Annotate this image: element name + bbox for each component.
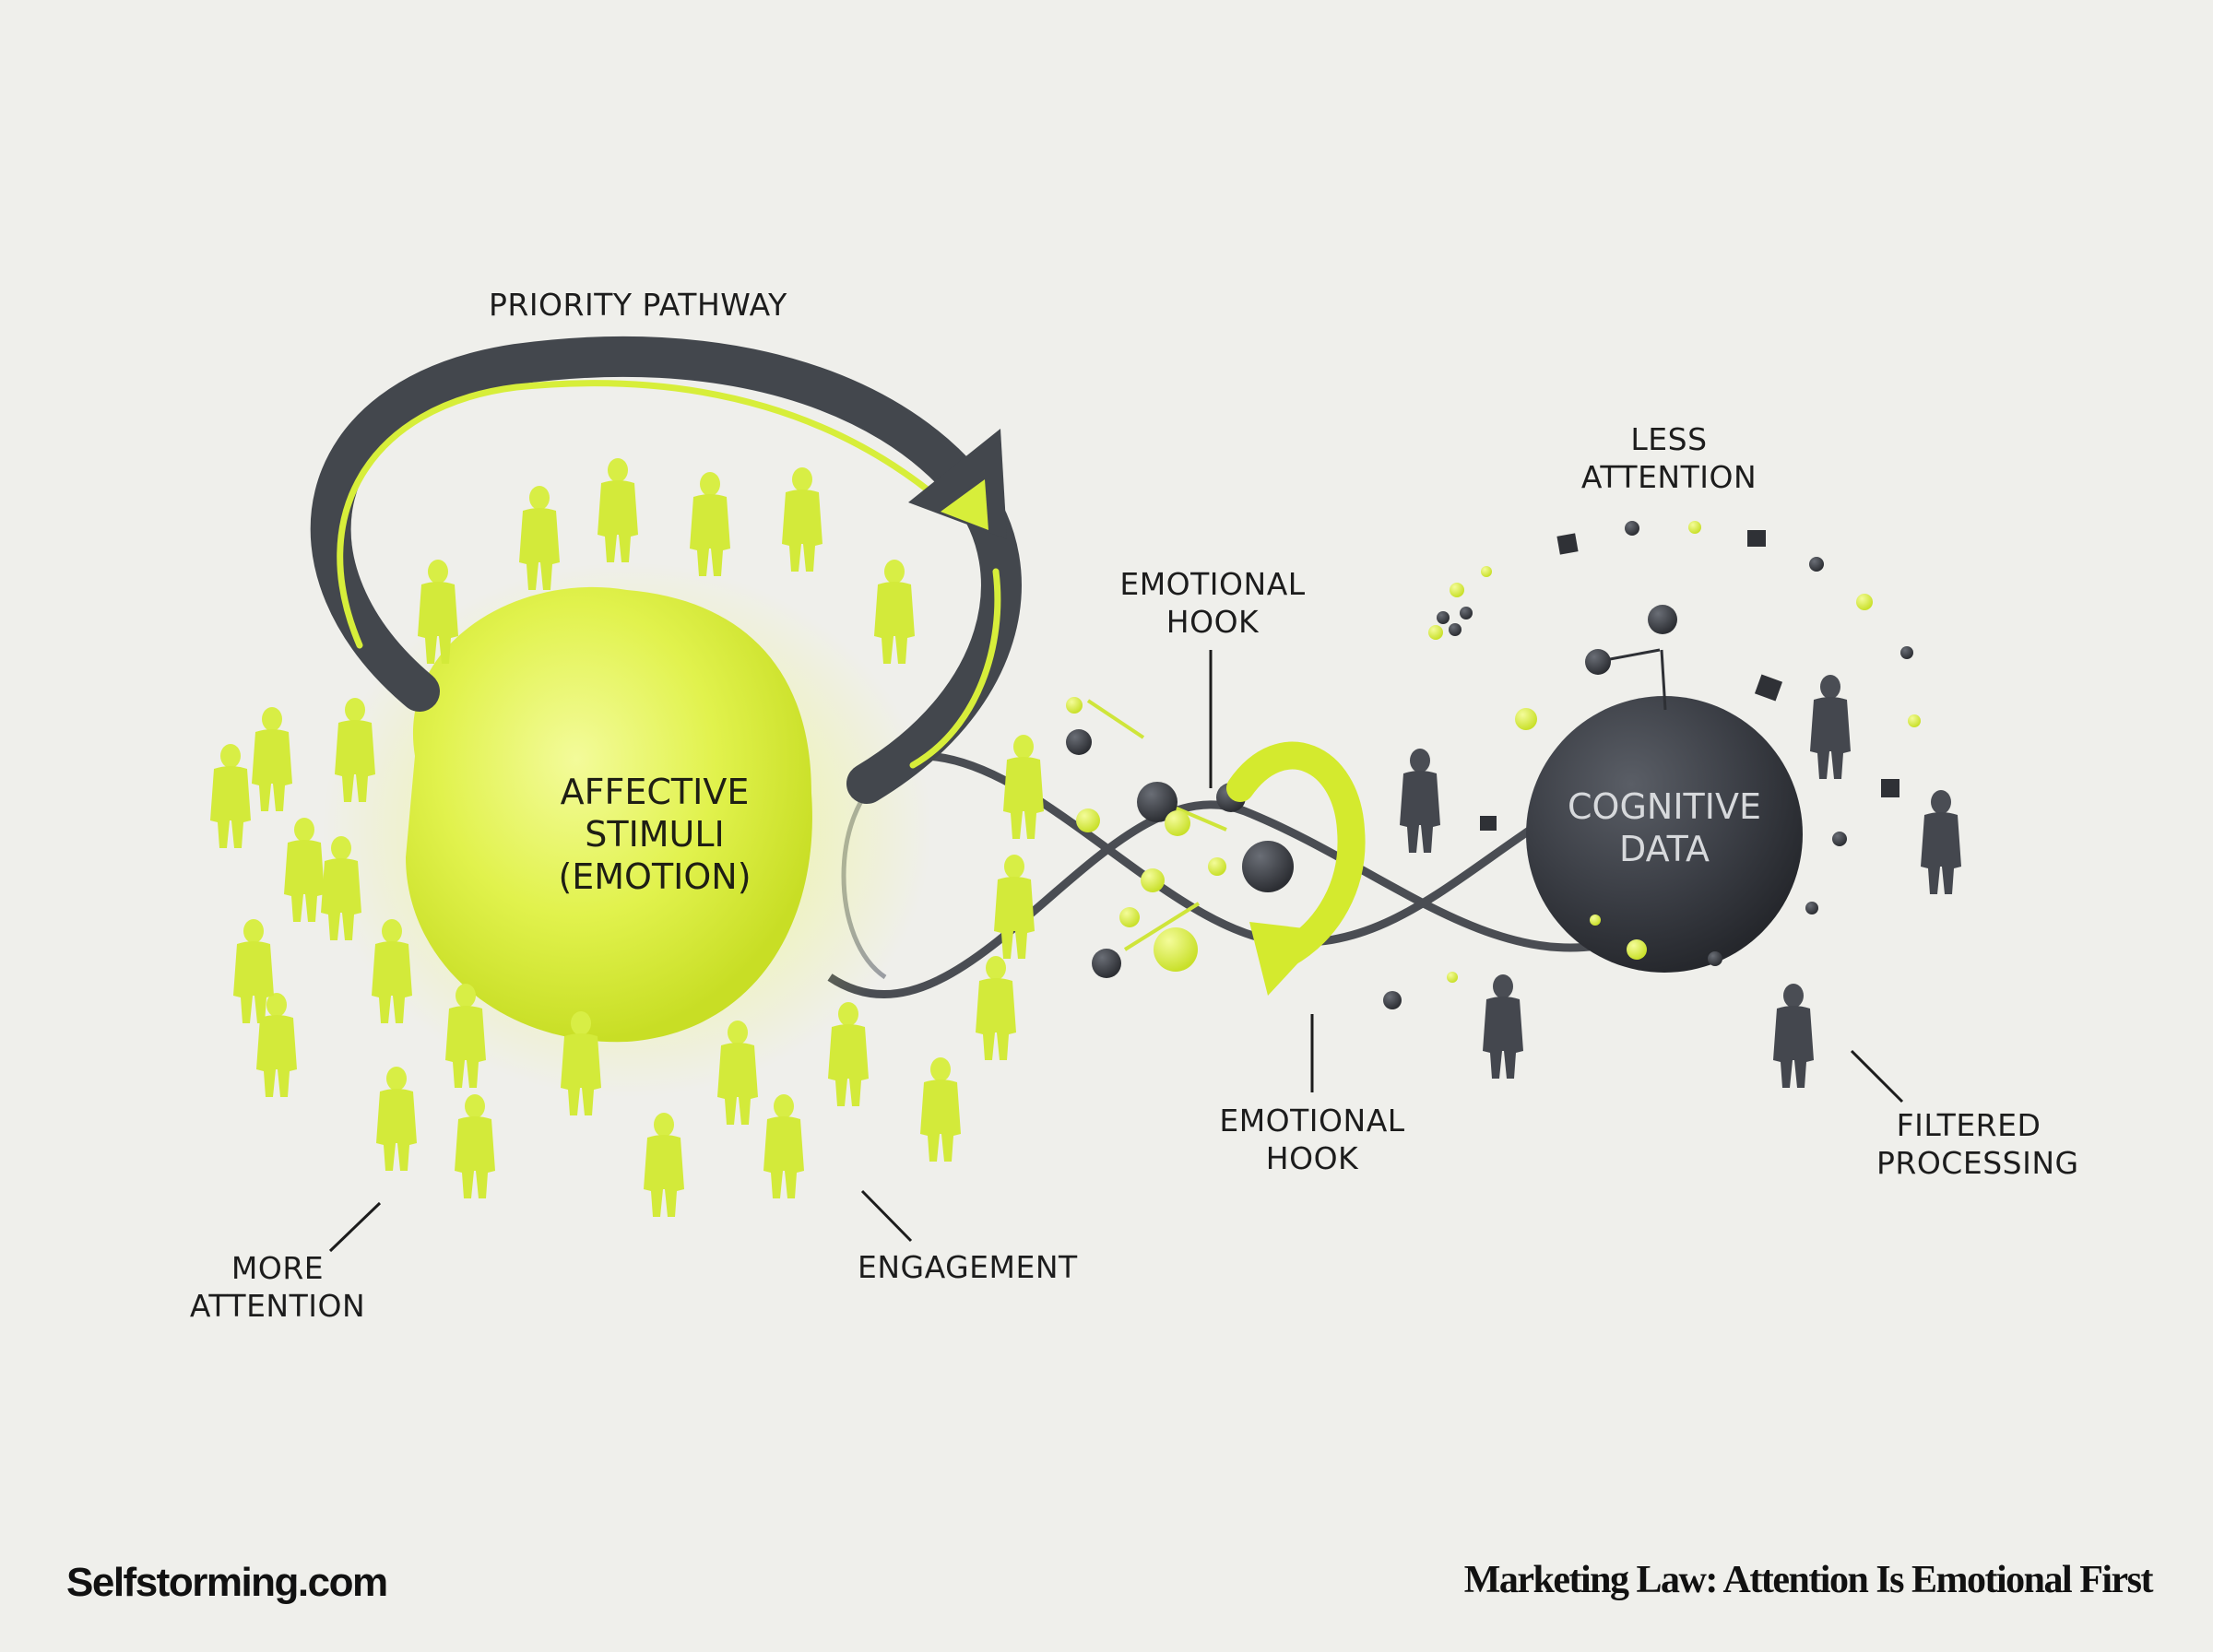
- affective-stimuli-label: AFFECTIVE STIMULI (EMOTION): [539, 771, 770, 898]
- affective-sphere: [406, 586, 812, 1043]
- cognitive-sphere: [1526, 696, 1803, 973]
- label-more-attention: MORE ATTENTION: [181, 1249, 374, 1325]
- leader-lines: [328, 650, 1904, 1253]
- label-line: HOOK: [1265, 1140, 1359, 1176]
- emotional-hook-arrow-icon: [1226, 741, 1366, 996]
- cognitive-data-label: COGNITIVE DATA: [1549, 785, 1780, 870]
- label-line: FILTERED: [1896, 1107, 2041, 1143]
- label-engagement: ENGAGEMENT: [858, 1249, 1078, 1285]
- label-line: (EMOTION): [558, 856, 751, 897]
- label-line: COGNITIVE: [1568, 786, 1761, 827]
- molecule-particles: [1066, 697, 1402, 1009]
- priority-pathway-arrow-icon: [310, 336, 1022, 804]
- label-line: ATTENTION: [1580, 459, 1757, 495]
- label-line: DATA: [1619, 829, 1710, 869]
- label-line: HOOK: [1166, 604, 1260, 640]
- label-line: STIMULI: [585, 814, 725, 855]
- label-line: AFFECTIVE: [560, 772, 750, 812]
- label-emotional-hook-bottom: EMOTIONAL HOOK: [1206, 1102, 1418, 1177]
- label-line: EMOTIONAL: [1219, 1103, 1405, 1139]
- brand-logo: Selfstorming.com: [66, 1560, 388, 1605]
- diagram-title: Marketing Law: Attention Is Emotional Fi…: [1463, 1559, 2154, 1601]
- label-line: ATTENTION: [189, 1288, 366, 1324]
- label-emotional-hook-top: EMOTIONAL HOOK: [1106, 565, 1319, 641]
- label-line: MORE: [231, 1250, 325, 1286]
- label-filtered-processing: FILTERED PROCESSING: [1876, 1106, 2079, 1182]
- label-line: PROCESSING: [1876, 1145, 2079, 1181]
- label-priority-pathway: PRIORITY PATHWAY: [489, 287, 787, 323]
- dark-particles: [1428, 521, 1921, 983]
- label-less-attention: LESS ATTENTION: [1577, 420, 1761, 496]
- label-line: LESS: [1630, 421, 1708, 457]
- label-line: EMOTIONAL: [1119, 566, 1306, 602]
